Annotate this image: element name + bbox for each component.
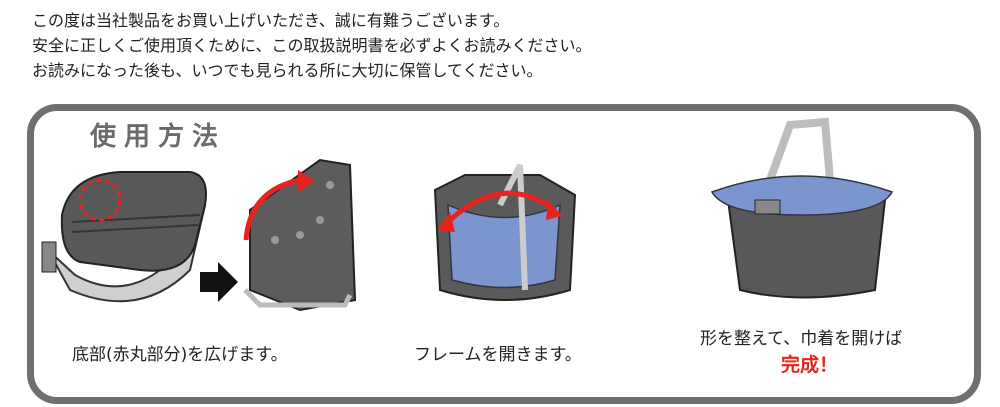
intro-line: この度は当社製品をお買い上げいただき、誠に有難うございます。 <box>32 11 510 30</box>
red-circle-marker <box>78 178 122 222</box>
right-arrow-icon <box>200 262 238 302</box>
red-double-arrow-icon <box>443 190 557 227</box>
completed-basket-illustration <box>710 117 894 299</box>
step-3-caption: 形を整えて、巾着を開けば <box>700 329 903 349</box>
section-title: 使用方法 <box>90 122 227 152</box>
step-2-caption: フレームを開きます。 <box>414 345 582 365</box>
intro-line: 安全に正しくご使用頂くために、この取扱説明書を必ずよくお読みください。 <box>32 36 592 55</box>
opening-frame-illustration <box>433 163 577 301</box>
folded-basket-illustration <box>41 171 207 303</box>
intro-text: この度は当社製品をお買い上げいただき、誠に有難うございます。 安全に正しくご使用… <box>32 8 592 83</box>
unfolding-basket-illustration <box>243 158 357 312</box>
complete-label: 完成！ <box>781 354 839 376</box>
usage-panel <box>27 104 981 404</box>
step-1-caption: 底部(赤丸部分)を広げます。 <box>72 345 288 365</box>
intro-line: お読みになった後も、いつでも見られる所に大切に保管してください。 <box>32 61 543 80</box>
red-arrow-icon <box>243 177 301 241</box>
